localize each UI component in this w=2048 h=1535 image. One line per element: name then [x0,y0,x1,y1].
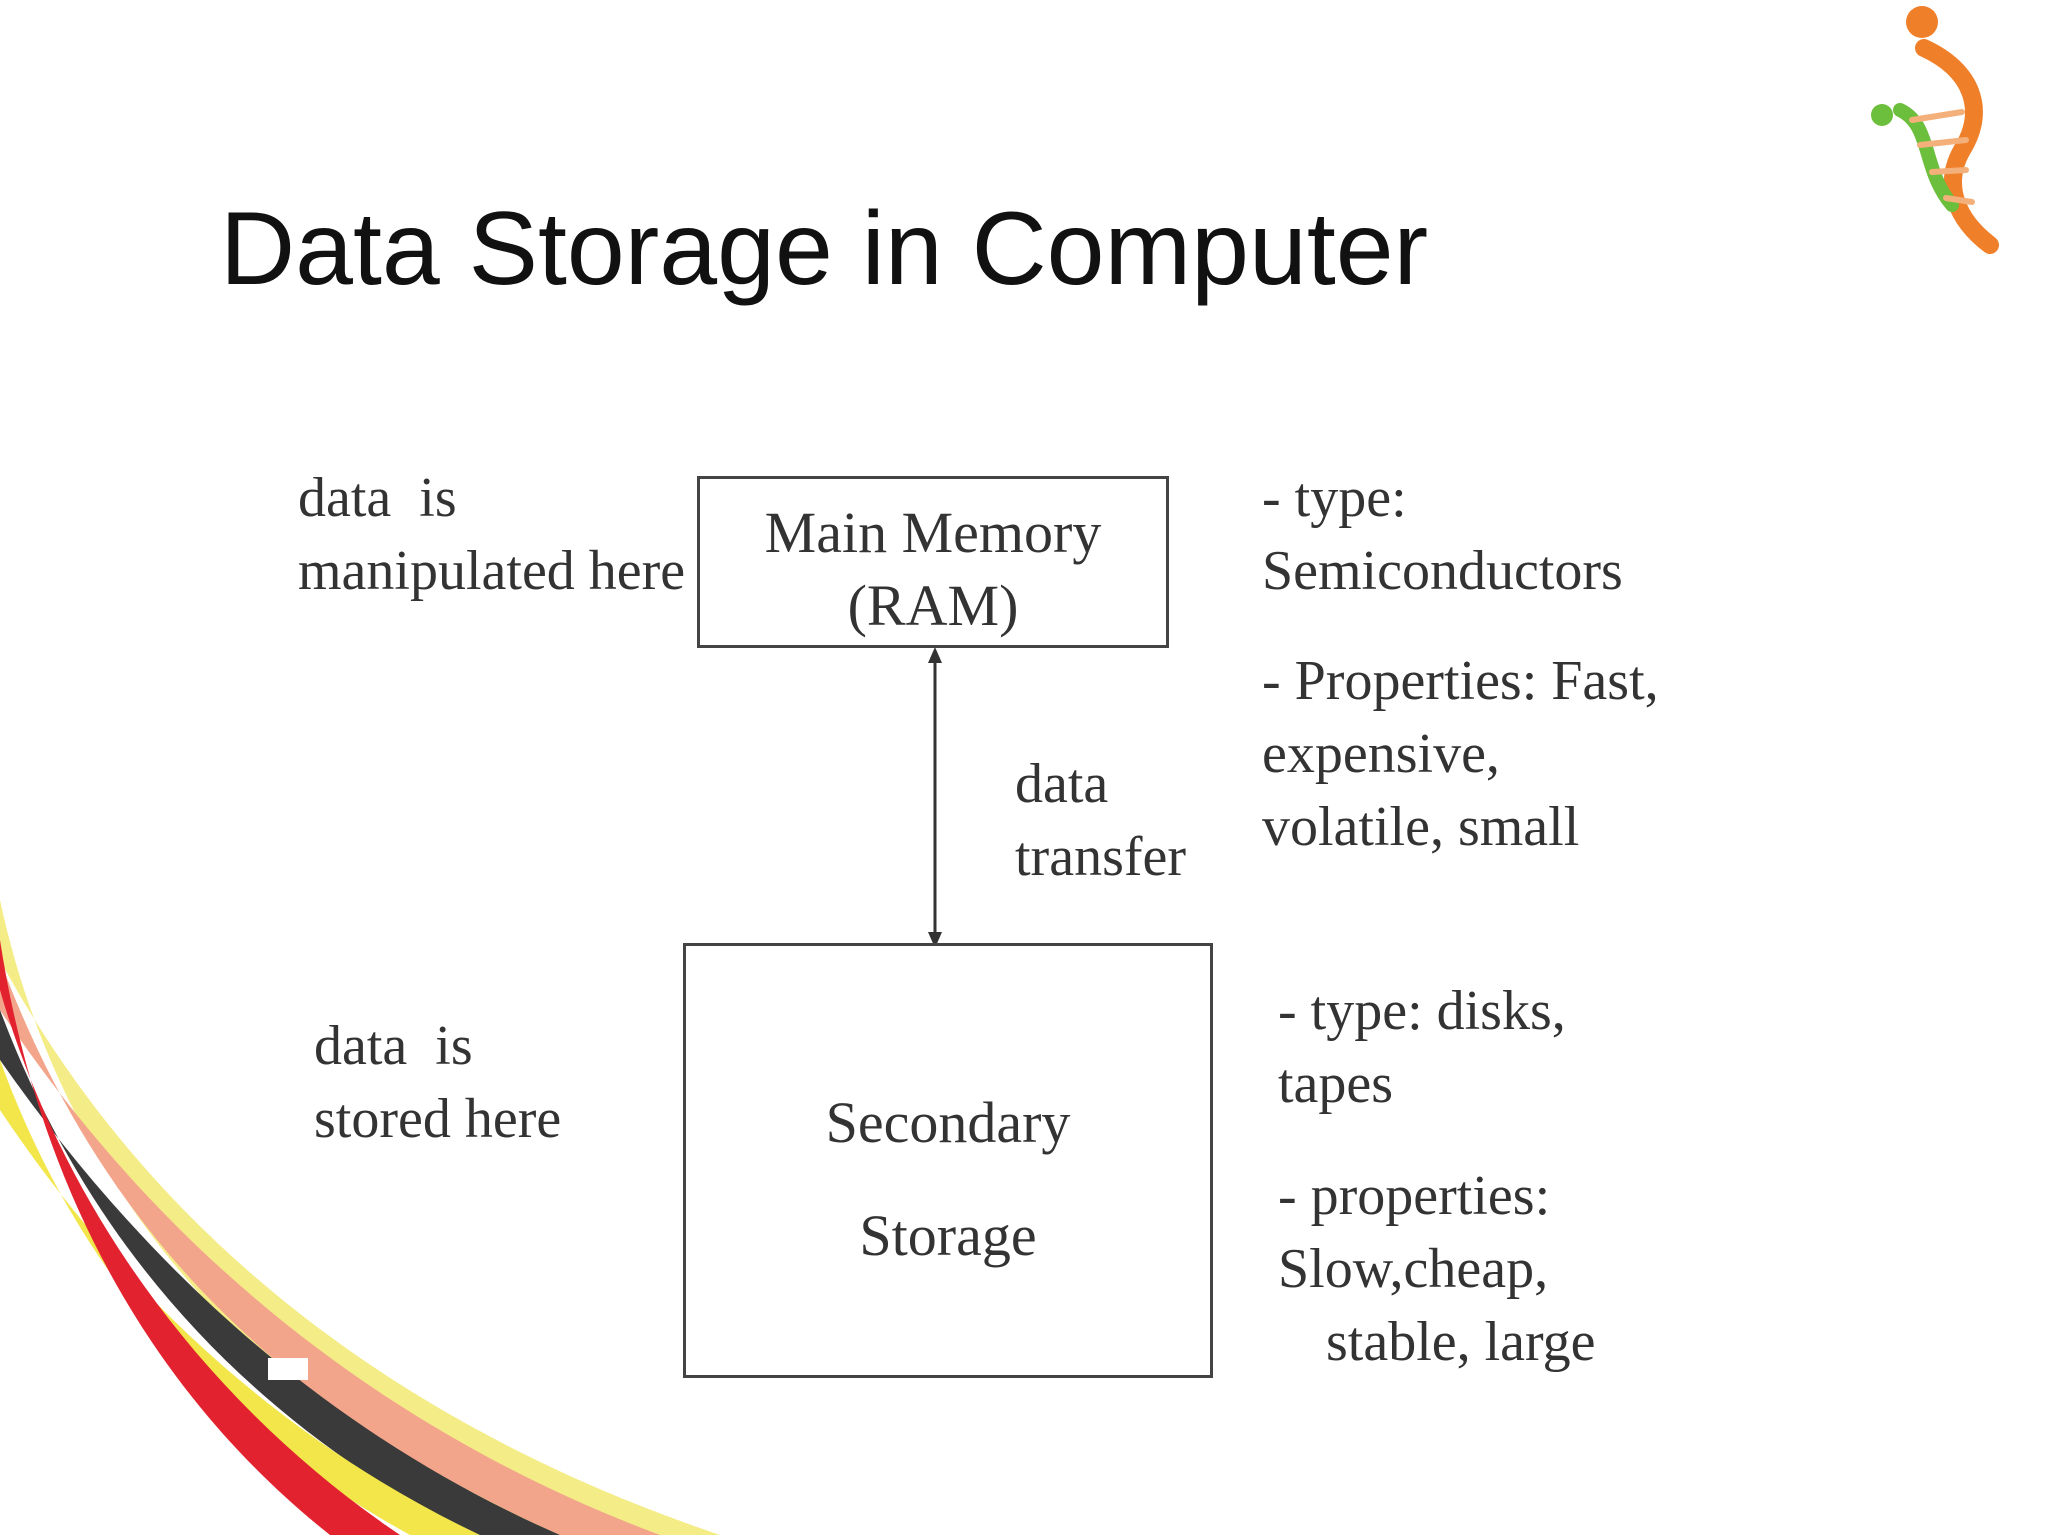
storage-properties-line-2: Slow,cheap, [1278,1237,1549,1300]
logo-orange-strand [1915,39,1999,254]
secondary-storage-line-1: Secondary [825,1090,1071,1155]
ram-properties-line-3: volatile, small [1262,795,1580,858]
ram-type-line-2: Semiconductors [1262,539,1623,602]
ram-properties-note: - Properties: Fast, expensive, volatile,… [1262,645,1659,863]
storage-type-line-1: - type: disks, [1278,980,1566,1042]
ram-type-line-1: - type: [1262,467,1407,529]
transfer-line-2: transfer [1015,825,1187,888]
storage-role-line-2: stored here [314,1087,562,1150]
secondary-storage-box: Secondary Storage [683,943,1213,1378]
storage-type-note: - type: disks, tapes [1278,975,1566,1121]
ram-properties-line-1: - Properties: Fast, [1262,650,1659,712]
main-memory-line-1: Main Memory [764,500,1102,565]
storage-properties-note: - properties: Slow,cheap, stable, large [1278,1160,1596,1378]
storage-type-line-2: tapes [1278,1052,1394,1115]
dna-figure-logo-icon [1871,6,1999,254]
logo-head-icon [1906,6,1938,38]
data-transfer-label: data transfer [1015,748,1186,894]
transfer-line-1: data [1015,753,1109,815]
ram-type-note: - type: Semiconductors [1262,462,1623,608]
main-memory-label: Main Memory (RAM) [700,497,1166,642]
logo-rungs [1909,109,1975,205]
slide-title: Data Storage in Computer [220,191,1429,307]
logo-green-strand [1893,103,1959,212]
storage-role-label: data is stored here [314,1010,561,1156]
main-memory-box: Main Memory (RAM) [697,476,1169,648]
secondary-storage-label: Secondary Storage [686,1066,1210,1292]
main-memory-line-2: (RAM) [847,572,1019,638]
arrow-head-down [928,932,942,948]
storage-properties-line-3: stable, large [1326,1310,1596,1373]
ram-role-label: data is manipulated here [298,462,685,608]
data-transfer-arrow [928,647,942,948]
ram-role-line-1: data is [298,467,457,529]
ram-properties-line-2: expensive, [1262,722,1500,785]
secondary-storage-line-2: Storage [859,1203,1037,1269]
swoosh-white-notch [268,1358,308,1380]
storage-properties-line-1: - properties: [1278,1165,1551,1227]
arrow-head-up [928,647,942,663]
ram-role-line-2: manipulated here [298,539,686,602]
storage-role-line-1: data is [314,1015,473,1077]
logo-green-dot-icon [1871,104,1893,126]
